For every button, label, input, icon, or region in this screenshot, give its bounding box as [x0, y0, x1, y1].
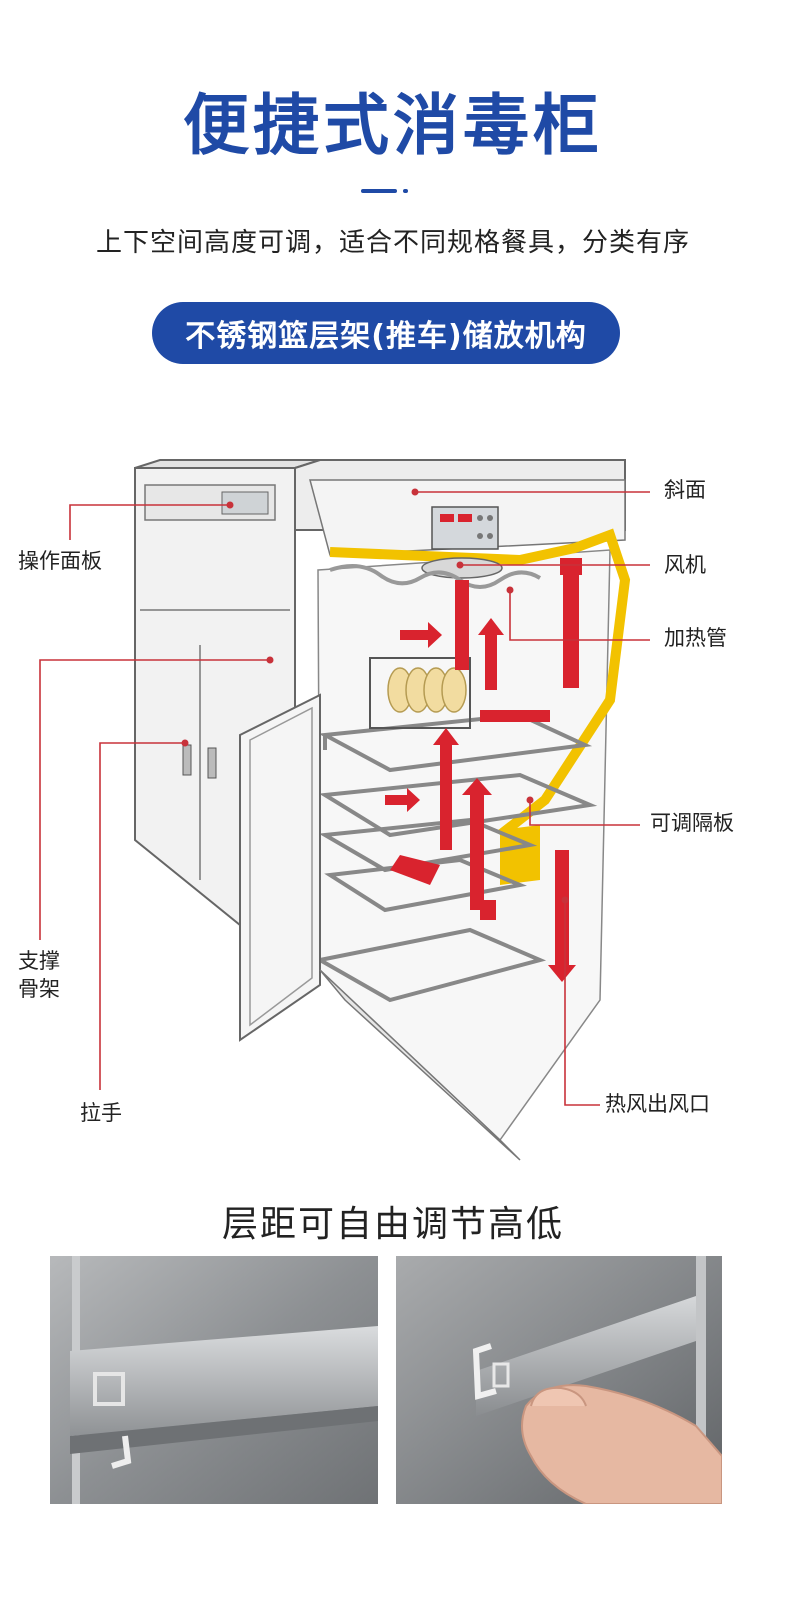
label-panel: 操作面板	[18, 549, 102, 573]
title-underline-dot	[403, 189, 408, 193]
title-underline	[361, 189, 397, 193]
page-title: 便捷式消毒柜	[183, 87, 603, 164]
label-fan: 风机	[664, 553, 706, 577]
label-heater: 加热管	[664, 626, 727, 650]
label-partition: 可调隔板	[650, 811, 734, 835]
label-handle: 拉手	[80, 1101, 122, 1125]
cabinet-illustration	[39, 459, 650, 1161]
rail-photo-right	[396, 1256, 722, 1504]
label-outlet: 热风出风口	[605, 1092, 710, 1116]
label-slope: 斜面	[664, 478, 706, 502]
page-subtitle: 上下空间高度可调，适合不同规格餐具，分类有序	[95, 228, 690, 258]
rail-photo-left	[50, 1256, 378, 1504]
feature-badge: 不锈钢篮层架(推车)储放机构	[152, 302, 620, 364]
label-frame-2: 骨架	[18, 977, 60, 1001]
label-frame-1: 支撑	[18, 949, 60, 973]
cabinet-diagram: 斜面 风机 加热管 可调隔板 热风出风口 操作面板 支撑 骨架 拉手	[0, 440, 786, 1170]
section-title: 层距可自由调节高低	[221, 1204, 564, 1245]
